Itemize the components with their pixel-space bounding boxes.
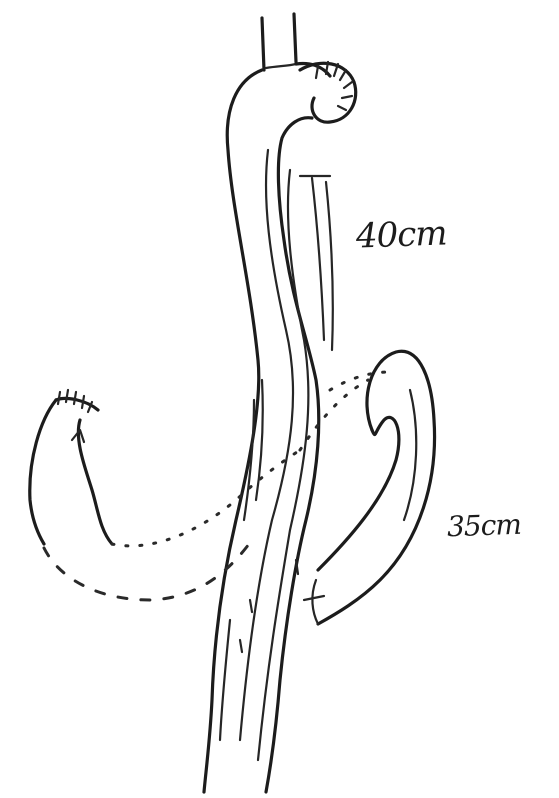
top-stump-cap [300,62,356,122]
right-bowel-loop [304,351,435,624]
left-bowel-loop [30,372,390,600]
top-stub [262,14,296,70]
main-bowel-limb [204,64,333,793]
lower-length-label: 35cm [447,511,522,542]
upper-length-label: 40cm [355,216,447,253]
